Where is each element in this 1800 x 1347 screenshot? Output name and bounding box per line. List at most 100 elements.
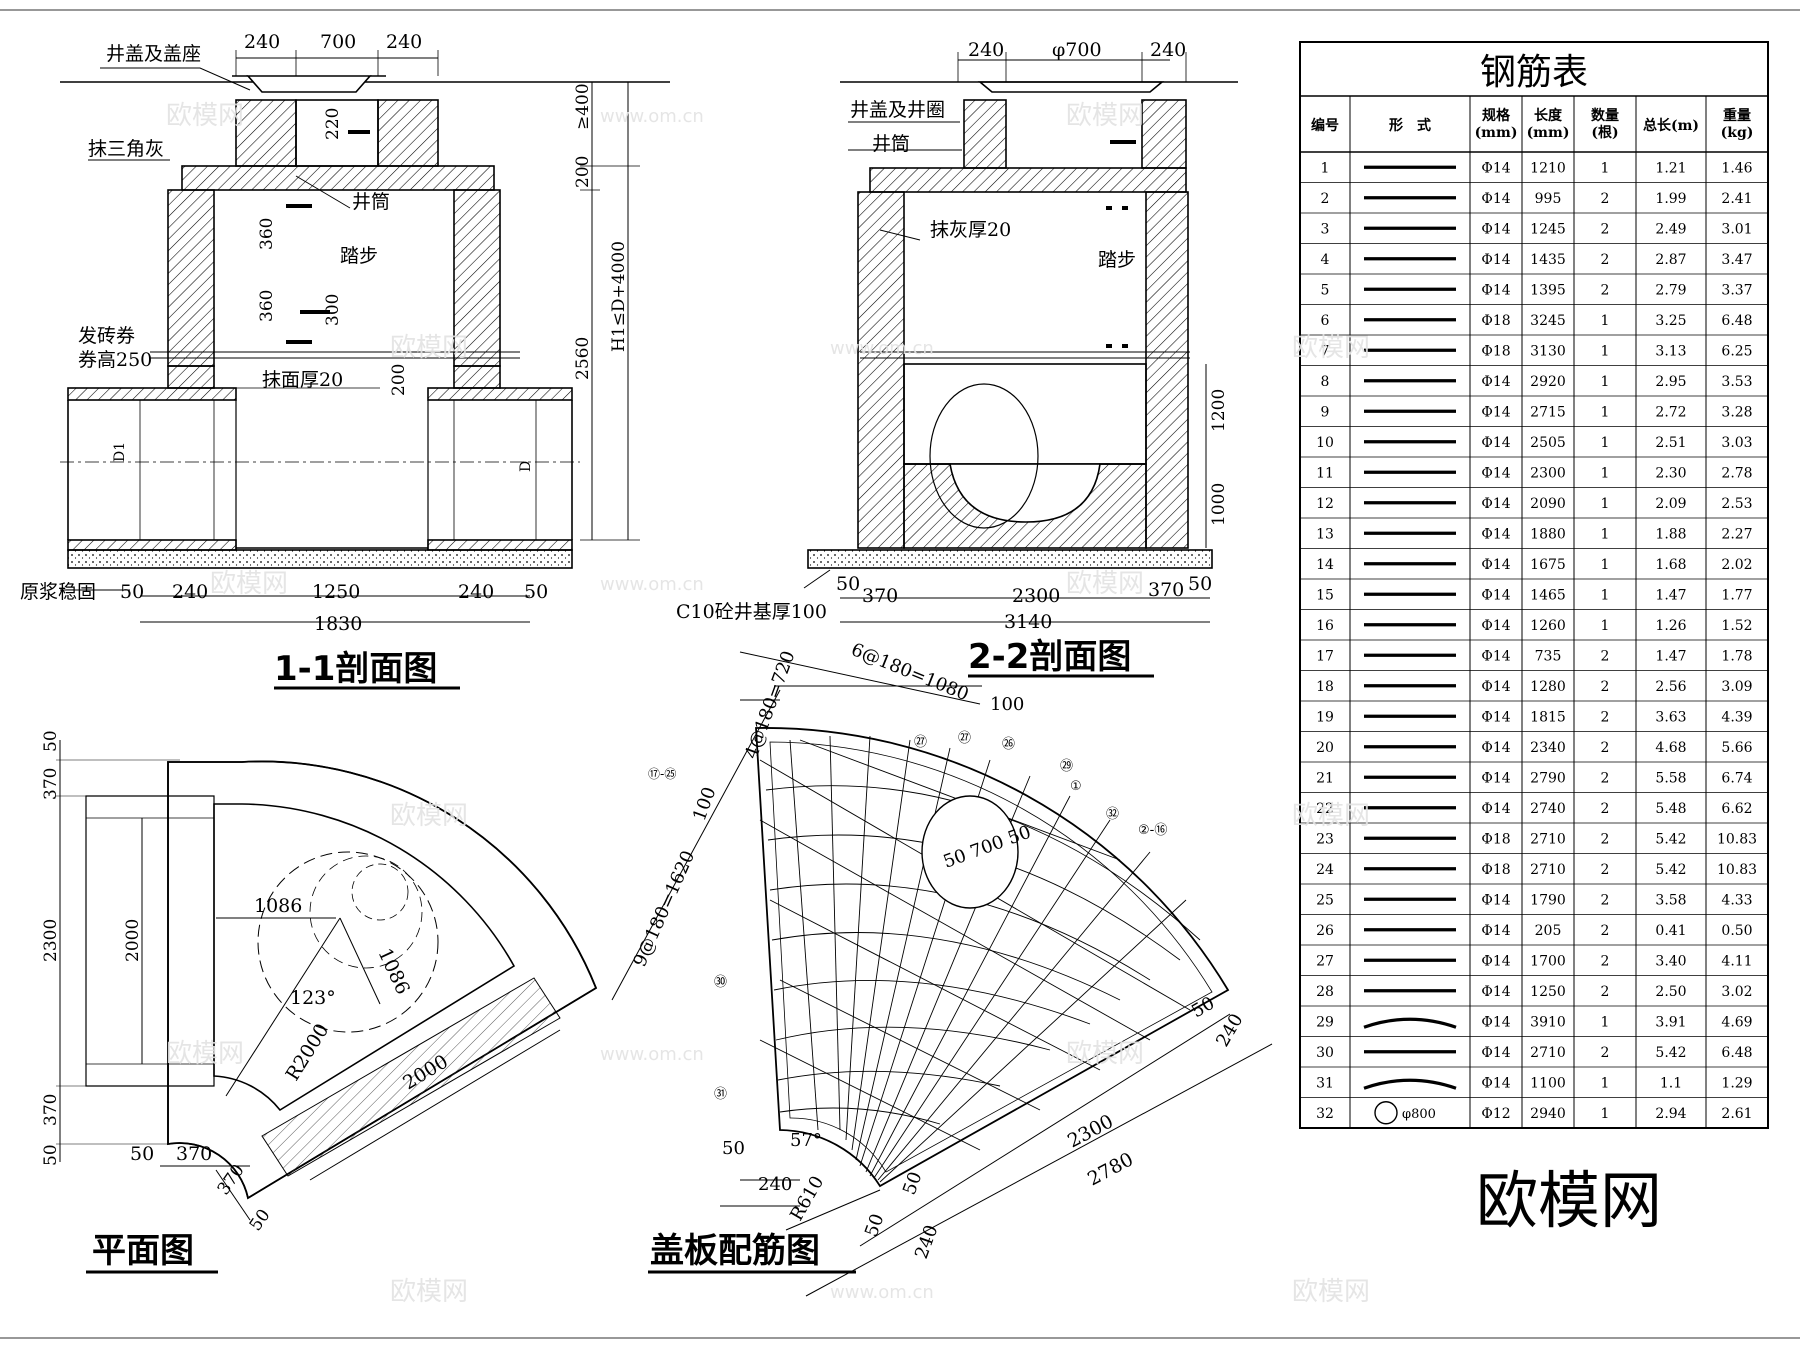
cell-weight: 10.83 <box>1717 831 1757 847</box>
plan-title: 平面图 <box>92 1231 194 1271</box>
cell-length: 1100 <box>1530 1075 1566 1091</box>
rebar-table-header: 规格(mm) <box>1475 107 1518 141</box>
cover-angle-57: 57° <box>790 1130 822 1151</box>
dim-top-700: 700 <box>320 31 356 53</box>
cell-spec: Φ14 <box>1481 770 1510 786</box>
brick-arch-label: 发砖券 <box>78 325 135 347</box>
section-1-1 <box>60 50 670 623</box>
cover-dim-100-top: 100 <box>990 694 1024 715</box>
rebar-table-header: 总长(m) <box>1643 117 1699 134</box>
cell-length: 1790 <box>1530 892 1566 908</box>
cell-weight: 6.48 <box>1721 1045 1752 1061</box>
watermark: 欧模网 <box>1292 1277 1370 1307</box>
cell-no: 14 <box>1316 557 1334 573</box>
cell-total: 2.95 <box>1655 374 1686 390</box>
dim-h1: H1≤D+4000 <box>609 241 629 352</box>
rebar-shape-arc <box>1363 1078 1457 1090</box>
rebar-grid-radial <box>789 735 1187 1183</box>
step-label-2: 踏步 <box>1098 249 1136 271</box>
cell-qty: 1 <box>1601 435 1610 451</box>
dim2-top-240-right: 240 <box>1150 39 1186 61</box>
callout-17-25: ⑰-㉕ <box>648 767 676 781</box>
cell-no: 11 <box>1316 465 1334 481</box>
cell-weight: 1.29 <box>1721 1075 1752 1091</box>
cell-spec: Φ14 <box>1481 892 1510 908</box>
plan-dim-b-50: 50 <box>130 1143 154 1165</box>
cell-weight: 1.78 <box>1721 648 1752 664</box>
cell-weight: 0.50 <box>1721 923 1752 939</box>
cell-qty: 2 <box>1601 252 1610 268</box>
cell-weight: 2.02 <box>1721 557 1752 573</box>
plan-angle-123: 123° <box>290 987 336 1009</box>
cell-qty: 2 <box>1601 953 1610 969</box>
cell-weight: 4.11 <box>1721 953 1752 969</box>
cell-weight: 2.53 <box>1721 496 1752 512</box>
rebar-table-header: 数量(根) <box>1591 107 1619 141</box>
cell-weight: 3.02 <box>1721 984 1752 1000</box>
cell-weight: 6.48 <box>1721 313 1752 329</box>
rebar-shape-circle <box>1374 1101 1398 1125</box>
cell-no: 1 <box>1321 160 1330 176</box>
callout-32: ㉜ <box>1106 807 1119 822</box>
cell-weight: 3.03 <box>1721 435 1752 451</box>
cell-length: 2090 <box>1530 496 1566 512</box>
cell-qty: 2 <box>1601 191 1610 207</box>
mortar-fix-label: 原浆稳固 <box>20 581 96 603</box>
cell-qty: 1 <box>1601 343 1610 359</box>
cell-weight: 3.53 <box>1721 374 1752 390</box>
cell-no: 5 <box>1321 282 1330 298</box>
cell-length: 3130 <box>1530 343 1566 359</box>
cell-spec: Φ14 <box>1481 648 1510 664</box>
dim2-b-50-left: 50 <box>836 573 860 595</box>
cover-rebar-view <box>611 651 1273 1297</box>
callout-30: ㉚ <box>714 975 727 990</box>
dim-360-upper: 360 <box>257 218 277 250</box>
cell-length: 1700 <box>1530 953 1566 969</box>
cell-length: 1260 <box>1530 618 1566 634</box>
cell-qty: 1 <box>1601 374 1610 390</box>
cell-weight: 6.74 <box>1721 770 1752 786</box>
cover-dim-9-180: 9@180=1620 <box>629 848 699 970</box>
plan-dim-b-370: 370 <box>176 1143 212 1165</box>
cell-spec: Φ14 <box>1481 465 1510 481</box>
cell-total: 2.09 <box>1655 496 1686 512</box>
cell-weight: 1.52 <box>1721 618 1752 634</box>
cell-weight: 1.77 <box>1721 587 1752 603</box>
shaft-label-2: 井筒 <box>872 133 910 155</box>
cell-length: 2505 <box>1530 435 1566 451</box>
cell-no: 13 <box>1316 526 1334 542</box>
plan-dim-1086-h: 1086 <box>254 895 302 917</box>
cover-dim-50-bottom-2: 50 <box>861 1211 889 1240</box>
dim2-b-370-right: 370 <box>1148 579 1184 601</box>
dim2-b-3140: 3140 <box>1004 611 1052 633</box>
cover-ring-label: 井盖及井圈 <box>850 99 945 121</box>
cell-no: 2 <box>1321 191 1330 207</box>
cell-spec: Φ14 <box>1481 1075 1510 1091</box>
cell-qty: 1 <box>1601 465 1610 481</box>
dim-b-50-left: 50 <box>120 581 144 603</box>
cell-length: 1280 <box>1530 679 1566 695</box>
cell-length: 1880 <box>1530 526 1566 542</box>
cell-total: 3.40 <box>1655 953 1686 969</box>
cell-total: 5.42 <box>1655 1045 1686 1061</box>
cell-weight: 10.83 <box>1717 862 1757 878</box>
plan-dim-2300: 2300 <box>41 919 61 962</box>
cell-no: 18 <box>1316 679 1334 695</box>
cell-qty: 1 <box>1601 1014 1610 1030</box>
watermark: 欧模网 <box>210 569 288 599</box>
cover-dim-240-right: 240 <box>1212 1010 1247 1050</box>
cell-length: 2710 <box>1530 831 1566 847</box>
rebar-shape-label: φ800 <box>1402 1107 1436 1122</box>
cover-title: 盖板配筋图 <box>650 1231 820 1271</box>
